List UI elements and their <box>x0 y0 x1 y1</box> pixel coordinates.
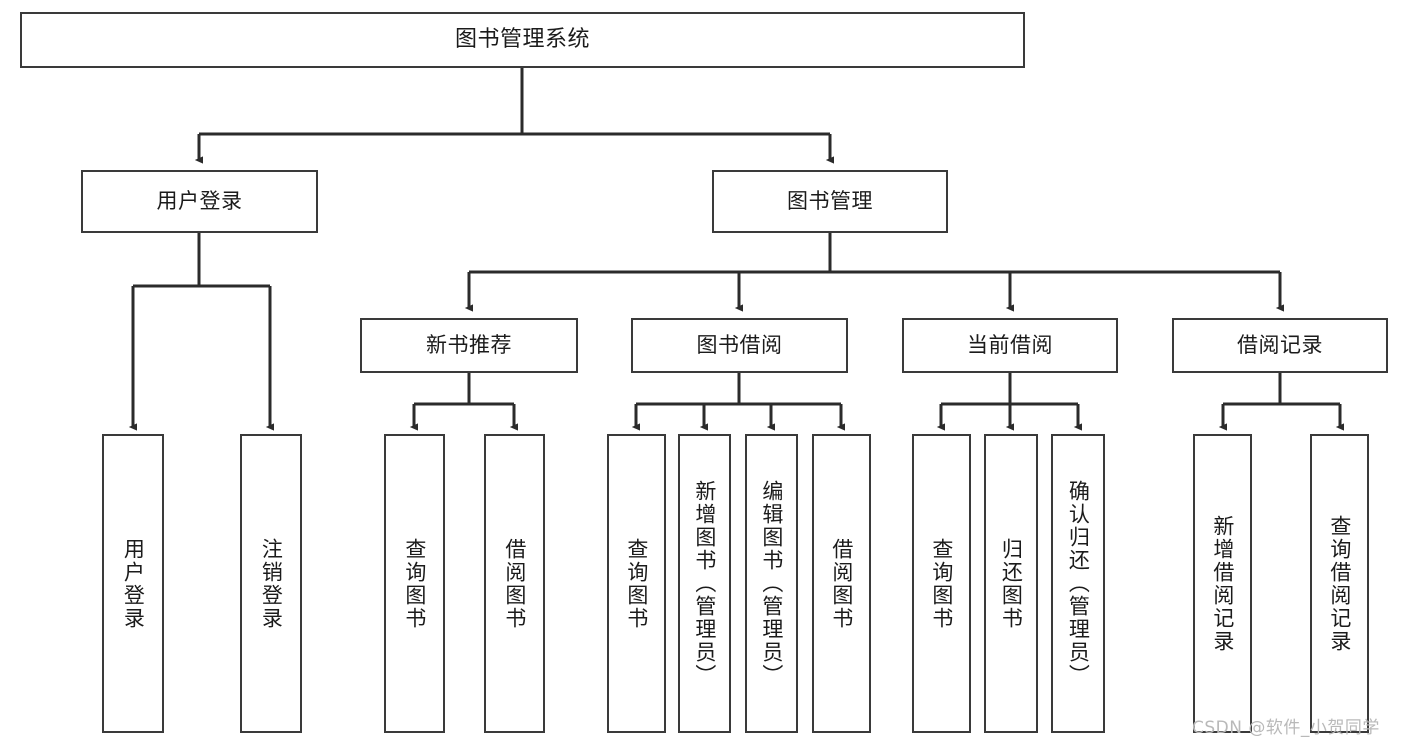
node-leaf-query-book-newbook-label: 查询图书 <box>402 537 427 630</box>
node-leaf-logout-label: 注销登录 <box>259 537 284 630</box>
node-leaf-add-book-admin-label: 新增图书（管理员） <box>692 480 717 687</box>
node-leaf-borrow-book-newbook-label: 借阅图书 <box>502 537 527 630</box>
node-book-management-label: 图书管理 <box>787 189 873 214</box>
node-leaf-borrow-book-label: 借阅图书 <box>829 537 854 630</box>
node-leaf-query-book-borrow[interactable]: 查询图书 <box>607 434 666 733</box>
node-leaf-query-borrow-record[interactable]: 查询借阅记录 <box>1310 434 1369 733</box>
node-leaf-edit-book-admin[interactable]: 编辑图书（管理员） <box>745 434 798 733</box>
node-leaf-return-book[interactable]: 归还图书 <box>984 434 1038 733</box>
node-new-book-recommend-label: 新书推荐 <box>426 333 512 358</box>
node-book-borrow-label: 图书借阅 <box>696 333 783 358</box>
node-new-book-recommend[interactable]: 新书推荐 <box>360 318 578 373</box>
node-borrow-record[interactable]: 借阅记录 <box>1172 318 1388 373</box>
node-book-borrow[interactable]: 图书借阅 <box>631 318 848 373</box>
node-borrow-record-label: 借阅记录 <box>1237 333 1323 358</box>
node-leaf-logout[interactable]: 注销登录 <box>240 434 302 733</box>
node-current-borrow[interactable]: 当前借阅 <box>902 318 1118 373</box>
node-leaf-user-login[interactable]: 用户登录 <box>102 434 164 733</box>
node-leaf-add-borrow-record[interactable]: 新增借阅记录 <box>1193 434 1252 733</box>
node-leaf-user-login-label: 用户登录 <box>121 537 146 630</box>
node-root-system[interactable]: 图书管理系统 <box>20 12 1025 68</box>
node-leaf-query-book-borrow-label: 查询图书 <box>624 537 649 630</box>
node-leaf-add-book-admin[interactable]: 新增图书（管理员） <box>678 434 731 733</box>
node-root-system-label: 图书管理系统 <box>454 27 590 53</box>
node-user-login-label: 用户登录 <box>156 189 243 214</box>
node-leaf-borrow-book-newbook[interactable]: 借阅图书 <box>484 434 545 733</box>
node-leaf-query-book-current-label: 查询图书 <box>929 537 954 630</box>
node-leaf-add-borrow-record-label: 新增借阅记录 <box>1210 514 1235 653</box>
node-leaf-query-book-current[interactable]: 查询图书 <box>912 434 971 733</box>
node-leaf-query-book-newbook[interactable]: 查询图书 <box>384 434 445 733</box>
node-leaf-query-borrow-record-label: 查询借阅记录 <box>1327 514 1352 653</box>
node-leaf-return-book-label: 归还图书 <box>999 537 1024 630</box>
node-user-login[interactable]: 用户登录 <box>81 170 318 233</box>
node-leaf-edit-book-admin-label: 编辑图书（管理员） <box>759 480 784 687</box>
node-leaf-confirm-return-admin[interactable]: 确认归还（管理员） <box>1051 434 1105 733</box>
node-book-management[interactable]: 图书管理 <box>712 170 948 233</box>
node-current-borrow-label: 当前借阅 <box>967 333 1053 358</box>
node-leaf-borrow-book[interactable]: 借阅图书 <box>812 434 871 733</box>
node-leaf-confirm-return-admin-label: 确认归还（管理员） <box>1066 480 1091 687</box>
